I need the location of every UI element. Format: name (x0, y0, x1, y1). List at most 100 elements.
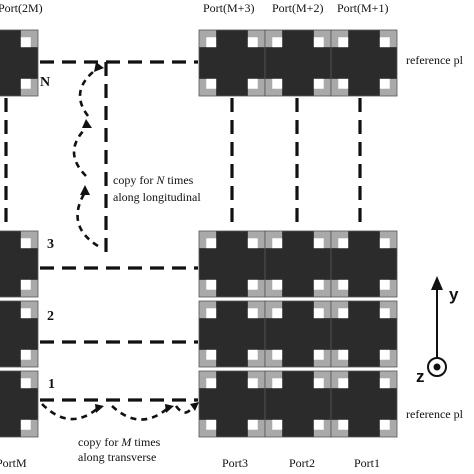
bottom-right-cell-0-0 (198, 230, 266, 298)
cell-hole (20, 78, 31, 89)
cell-hole (313, 378, 324, 389)
cell-hole (379, 349, 390, 360)
cell-hole (206, 279, 217, 290)
cell-hole (272, 378, 283, 389)
cell-hole (247, 349, 258, 360)
port-m3-label: Port(M+3) (203, 1, 254, 15)
y-axis-label: y (449, 285, 459, 304)
cell-hole (206, 37, 217, 48)
longitudinal-copy-arrow-3 (78, 66, 99, 117)
cell-hole (247, 238, 258, 249)
cell-outline (0, 29, 39, 97)
cell-hole (379, 279, 390, 290)
z-axis-label: z (416, 367, 425, 386)
copy-transverse-text-1: copy for M times (78, 435, 161, 449)
cell-hole (206, 308, 217, 319)
cell-hole (20, 378, 31, 389)
cell-hole (20, 349, 31, 360)
bottom-right-cell-1-1 (264, 300, 332, 368)
cell-hole (338, 378, 349, 389)
cell-outline (330, 29, 398, 97)
cell-hole (20, 308, 31, 319)
cell-hole (379, 37, 390, 48)
cell-hole (247, 419, 258, 430)
bottom-left-cell-1 (0, 300, 39, 368)
cell-outline (0, 370, 39, 438)
cell-hole (338, 349, 349, 360)
arrowhead-transverse-3 (190, 402, 199, 411)
longitudinal-copy-arrow-2 (72, 127, 87, 177)
bottom-left-cell-2 (0, 370, 39, 438)
top-right-cell-3 (330, 29, 398, 97)
cell-hole (338, 37, 349, 48)
cell-hole (272, 419, 283, 430)
cell-hole (206, 419, 217, 430)
port-2m-label: Port(2M) (0, 1, 43, 15)
port-m-label: PortM (0, 456, 27, 470)
cell-outline (0, 230, 39, 298)
transverse-copy-arrow-2 (111, 405, 169, 421)
reference-plane-top-label: reference pl (406, 53, 464, 67)
row-markers: N 3 2 1 (40, 75, 55, 392)
port-m1-label: Port(M+1) (337, 1, 388, 15)
copy-transverse-text-2: along transverse (78, 450, 156, 464)
bottom-right-cell-1-0 (198, 300, 266, 368)
coordinate-axes: y z (416, 276, 459, 386)
cell-hole (20, 279, 31, 290)
cell-hole (206, 349, 217, 360)
cell-hole (338, 238, 349, 249)
cell-hole (20, 419, 31, 430)
cell-hole (338, 78, 349, 89)
cell-hole (272, 308, 283, 319)
cell-hole (206, 78, 217, 89)
cell-hole (272, 78, 283, 89)
reference-plane-bottom-label: reference pl (406, 407, 464, 421)
cell-outline (330, 230, 398, 298)
cell-hole (313, 419, 324, 430)
bottom-right-cell-0-2 (330, 230, 398, 298)
cell-outline (330, 370, 398, 438)
bottom-right-cell-0-1 (264, 230, 332, 298)
cell-hole (313, 78, 324, 89)
port-labels: Port(2M) Port(M+3) Port(M+2) Port(M+1) P… (0, 1, 388, 470)
cell-hole (20, 37, 31, 48)
cell-hole (272, 349, 283, 360)
port-m2-label: Port(M+2) (272, 1, 323, 15)
row-marker-3: 3 (47, 237, 54, 252)
cell-hole (247, 378, 258, 389)
arrowhead-transverse-1 (95, 404, 104, 413)
port3-label: Port3 (222, 456, 248, 470)
copy-longitudinal-text-2: along longitudinal (113, 190, 201, 204)
top-right-cell-2 (264, 29, 332, 97)
transverse-copy-arrow-3 (174, 403, 196, 414)
bottom-right-cell-2-1 (264, 370, 332, 438)
cell-hole (247, 78, 258, 89)
z-axis-dot (433, 363, 441, 371)
bottom-right-cell-2-0 (198, 370, 266, 438)
cell-hole (272, 279, 283, 290)
cell-hole (313, 308, 324, 319)
arrowheads (80, 62, 199, 413)
cell-hole (379, 308, 390, 319)
longitudinal-copy-arrow-1 (76, 193, 99, 248)
cell-hole (338, 308, 349, 319)
row-marker-2: 2 (47, 309, 54, 324)
cell-outline (330, 300, 398, 368)
arrowhead-transverse-2 (165, 404, 174, 413)
cell-hole (313, 37, 324, 48)
cell-hole (338, 279, 349, 290)
copy-arrows (41, 66, 196, 421)
y-axis-arrowhead (431, 276, 443, 290)
cell-hole (247, 279, 258, 290)
top-left-cell (0, 29, 39, 97)
cell-hole (379, 238, 390, 249)
top-right-cell-1 (198, 29, 266, 97)
dashed-connectors (4, 60, 362, 402)
port2-label: Port2 (289, 456, 315, 470)
cell-hole (379, 378, 390, 389)
cell-hole (206, 378, 217, 389)
cell-hole (272, 37, 283, 48)
cell-hole (338, 419, 349, 430)
row-marker-1: 1 (48, 377, 55, 392)
